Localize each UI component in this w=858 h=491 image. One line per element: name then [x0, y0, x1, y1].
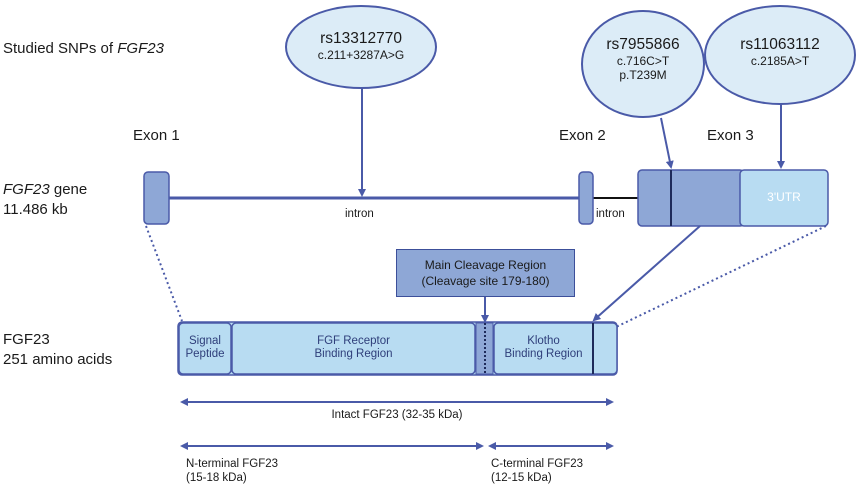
signal-peptide-line1: Signal	[189, 335, 221, 347]
snp-variant: c.716C>T	[616, 54, 670, 68]
mapping-dotted-left	[145, 225, 183, 322]
c-terminal-label: C-terminal FGF23 (12-15 kDa)	[491, 457, 583, 485]
signal-peptide-line2: Peptide	[185, 348, 225, 360]
snp2-pointer-arrow	[660, 117, 674, 169]
snp-bubble-rs11063112: rs11063112 c.2185A>T	[704, 5, 856, 105]
gene-label: FGF23 gene	[3, 180, 87, 199]
snp-id: rs13312770	[320, 30, 402, 47]
snp-id: rs11063112	[740, 36, 820, 53]
exon-1-label: Exon 1	[133, 127, 180, 144]
snp-protein-change: p.T239M	[619, 68, 667, 82]
fgf-receptor-line2: Binding Region	[314, 348, 393, 360]
snp-bubble-rs7955866: rs7955866 c.716C>T p.T239M	[581, 10, 705, 118]
klotho-line1: Klotho	[527, 335, 560, 347]
exon-2-label: Exon 2	[559, 127, 606, 144]
utr-label: 3'UTR	[767, 190, 801, 204]
protein-length: 251 amino acids	[3, 351, 113, 368]
snp-id: rs7955866	[606, 36, 680, 53]
gene-name-suffix: gene	[49, 181, 88, 198]
signal-peptide-box	[178, 322, 232, 375]
fgf-receptor-binding-label: FGF Receptor Binding Region	[232, 335, 475, 361]
klotho-binding-box	[493, 322, 618, 375]
n-terminal-label: N-terminal FGF23 (15-18 kDa)	[186, 457, 278, 485]
klotho-binding-label: Klotho Binding Region	[494, 335, 593, 361]
fgf-receptor-binding-box	[231, 322, 476, 375]
studied-snps-prefix: Studied SNPs of	[3, 40, 118, 57]
exon-3-label: Exon 3	[707, 127, 754, 144]
intron-label-2: intron	[596, 208, 625, 220]
utr-box	[739, 169, 829, 227]
n-terminal-line1: N-terminal FGF23	[186, 458, 279, 470]
gene-length: 11.486 kb	[3, 201, 68, 218]
klotho-line2: Binding Region	[504, 348, 583, 360]
exon-1-box	[143, 171, 170, 225]
studied-snps-gene: FGF23	[117, 40, 164, 57]
gene-name: FGF23	[3, 181, 50, 198]
intact-fgf23-label: Intact FGF23 (32-35 kDa)	[331, 409, 463, 421]
snp-variant: c.2185A>T	[750, 54, 810, 68]
exon-3-coding-box	[637, 169, 745, 227]
cleavage-site: (Cleavage site 179-180)	[421, 274, 550, 288]
snp2-protein-mapping-arrow	[592, 225, 701, 322]
intron-label-1: intron	[345, 208, 374, 220]
cleavage-region-callout: Main Cleavage Region (Cleavage site 179-…	[396, 249, 575, 297]
fgf-receptor-line1: FGF Receptor	[317, 335, 390, 347]
exon-2-box	[578, 171, 594, 225]
protein-name: FGF23	[3, 331, 50, 348]
snp-variant: c.211+3287A>G	[317, 48, 405, 62]
signal-peptide-label: Signal Peptide	[179, 335, 231, 361]
mapping-dotted-right	[615, 225, 827, 328]
n-terminal-line2: (15-18 kDa)	[186, 472, 247, 484]
c-terminal-line1: C-terminal FGF23	[491, 458, 584, 470]
studied-snps-label: Studied SNPs of FGF23	[3, 39, 164, 58]
c-terminal-line2: (12-15 kDa)	[491, 472, 552, 484]
cleavage-title: Main Cleavage Region	[424, 258, 547, 272]
snp-bubble-rs13312770: rs13312770 c.211+3287A>G	[285, 5, 437, 89]
